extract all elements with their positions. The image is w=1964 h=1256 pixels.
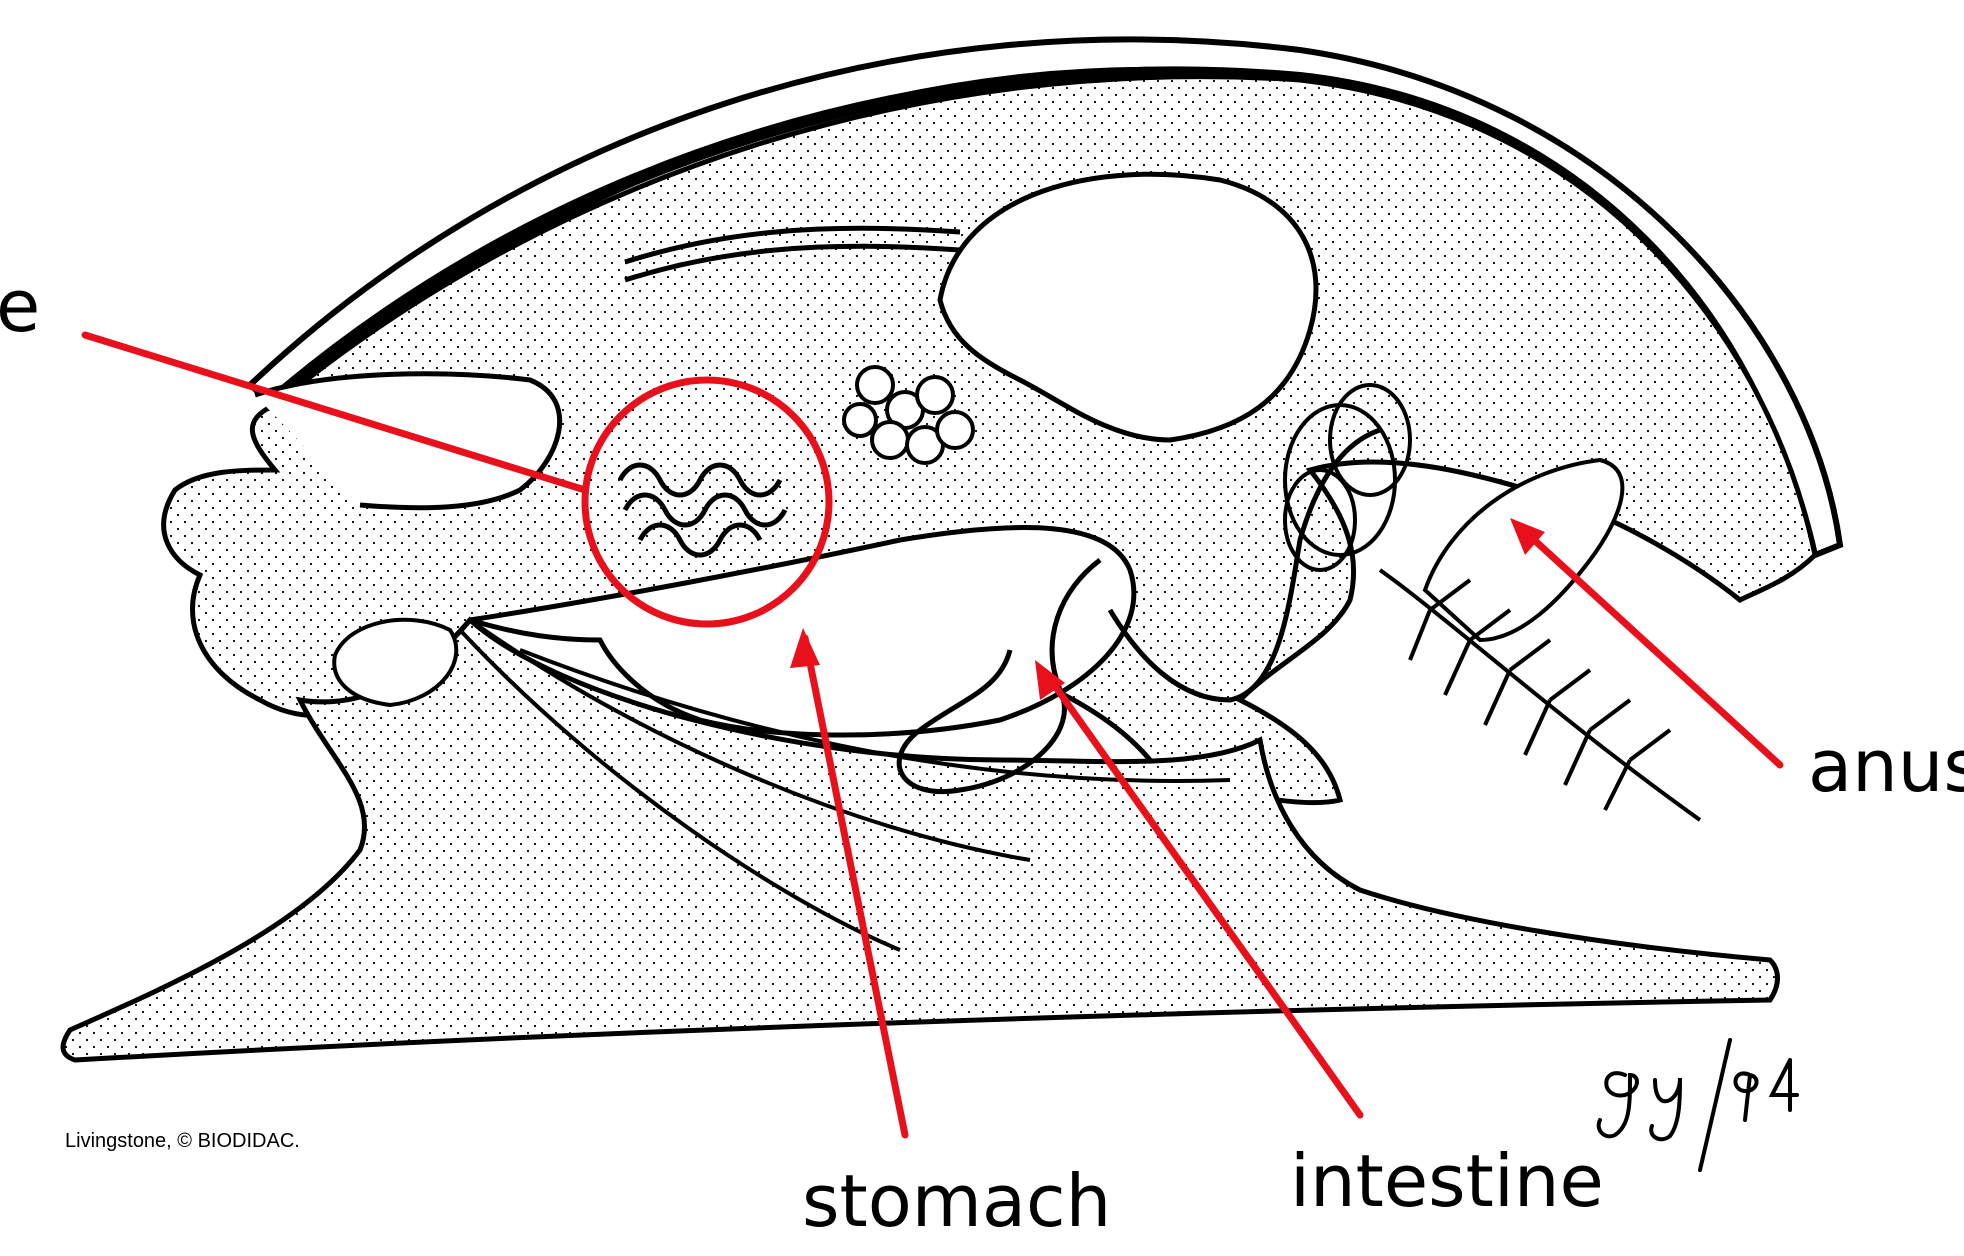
image-credit: Livingstone, © BIODIDAC. [65,1130,300,1152]
annotation-lines [81,331,1784,1139]
pointer-left-cut [81,331,589,494]
arrowhead-anus [1510,518,1545,555]
radula-squiggle [617,462,788,558]
label-anus: anus [1808,724,1964,808]
pointer-intestine [1041,668,1364,1119]
arrow-heads [790,518,1545,700]
arrowhead-stomach [790,628,820,668]
gill [1378,568,1702,822]
coiled-organ [1283,383,1412,572]
foot [60,616,1780,1063]
label-left-cut: e [0,264,41,348]
ventral-lines [458,618,1231,952]
body-mass [161,74,1818,806]
arrowhead-intestine [1035,660,1065,700]
pointer-anus [1516,523,1784,769]
upper-duct [624,225,961,283]
signature-mark [1596,1038,1799,1172]
small-left-organ [332,617,459,708]
label-stomach: stomach [802,1159,1112,1243]
head-lobe [254,371,562,511]
digestive-gland [842,365,975,465]
heart-organ [937,171,1319,443]
pointer-stomach [801,634,909,1139]
label-intestine: intestine [1290,1139,1604,1223]
highlight-circle [581,376,833,628]
